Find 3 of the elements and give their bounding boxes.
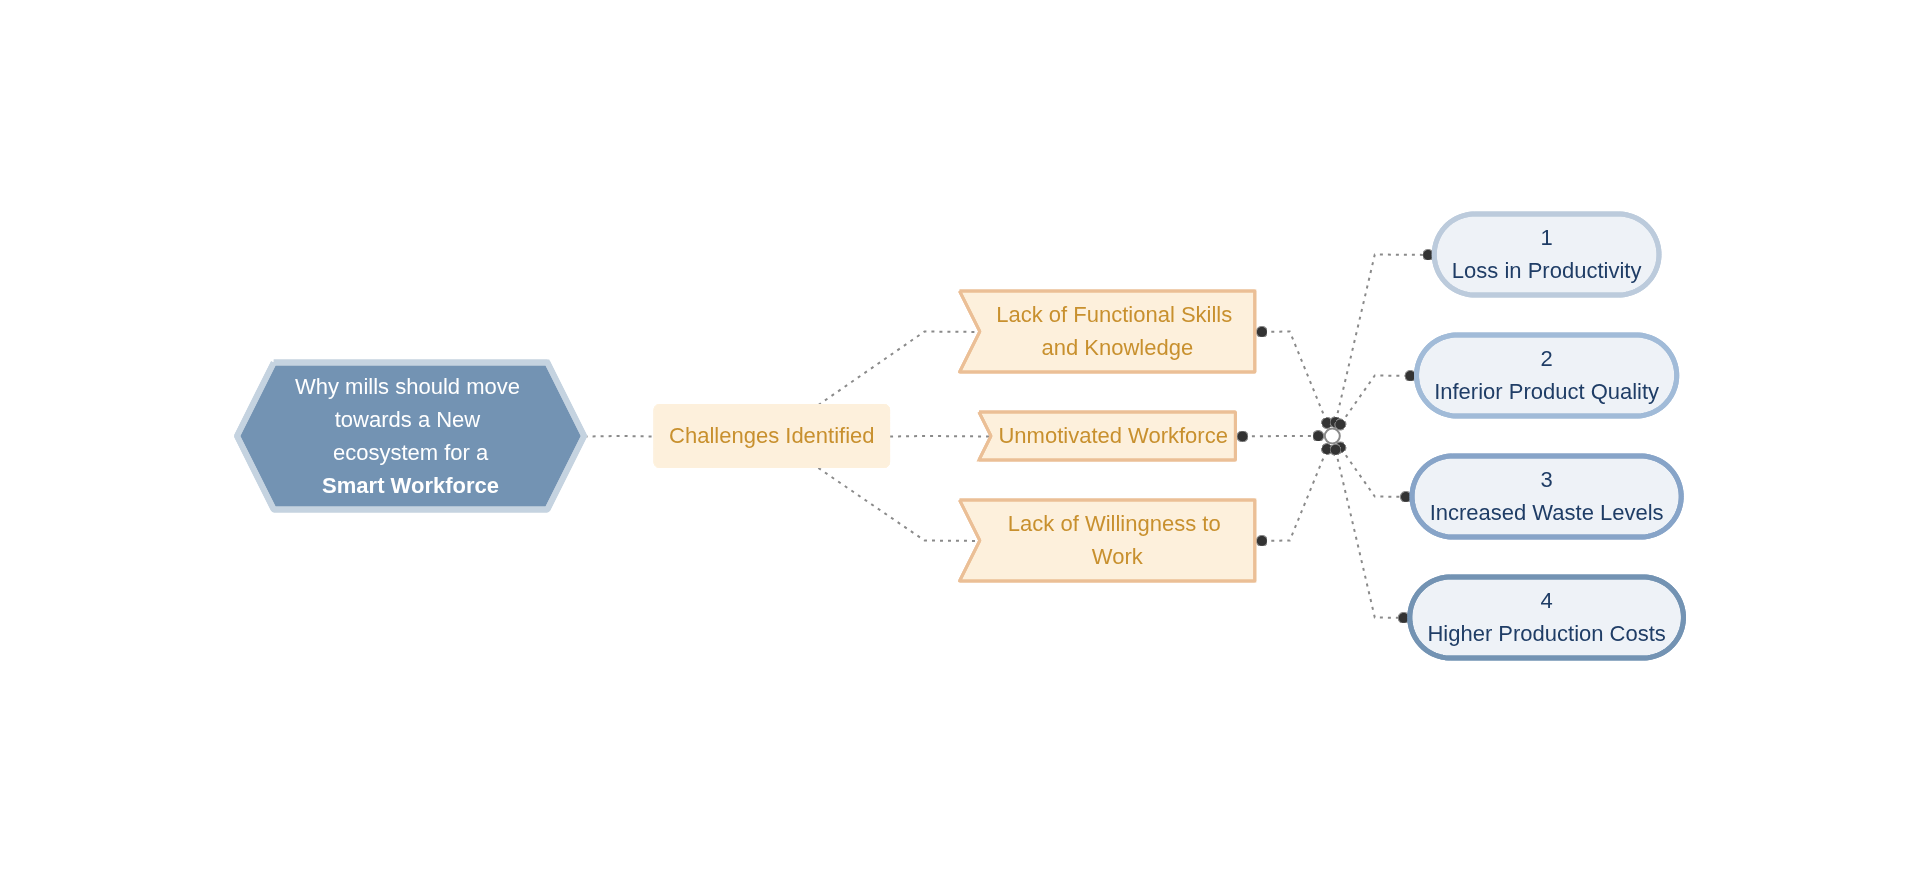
connector (1254, 441, 1333, 547)
connector (1254, 325, 1333, 430)
node-circle (1323, 427, 1341, 444)
